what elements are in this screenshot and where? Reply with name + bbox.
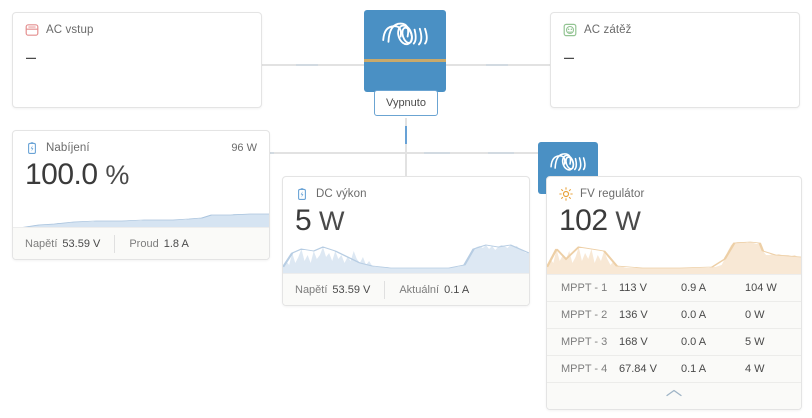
table-row[interactable]: MPPT - 1 113 V 0.9 A 104 W: [547, 275, 801, 302]
dc-power-metric-1-value: 0.1 A: [444, 283, 470, 296]
ac-load-title: AC zátěž: [584, 24, 632, 36]
battery-spark-area: [13, 214, 269, 231]
dc-power-sparkline: [283, 237, 529, 277]
dc-power-number: 5: [295, 204, 312, 237]
mppt-power: 5 W: [745, 336, 765, 348]
mppt-voltage: 113 V: [619, 282, 647, 294]
battery-title: Nabíjení: [46, 142, 90, 154]
battery-soc-number: 100.0: [25, 158, 98, 191]
mppt-name: MPPT - 3: [561, 336, 608, 348]
ac-input-card-header: AC vstup: [13, 13, 261, 37]
inverter-block[interactable]: [364, 10, 446, 92]
mppt-current: 0.9 A: [681, 282, 707, 294]
battery-charging-icon: [25, 141, 39, 155]
mppt-power: 104 W: [745, 282, 777, 294]
table-row[interactable]: MPPT - 3 168 V 0.0 A 5 W: [547, 329, 801, 356]
battery-sparkline: [13, 195, 269, 231]
sun-icon: [559, 187, 573, 201]
pv-power-value: 102 W: [547, 201, 801, 239]
dc-power-card[interactable]: DC výkon 5 W Napětí 53.59 V Aktuální 0.1…: [282, 176, 530, 306]
flow-dash-dc-2: [424, 152, 450, 154]
table-row[interactable]: MPPT - 2 136 V 0.0 A 0 W: [547, 302, 801, 329]
battery-card[interactable]: Nabíjení 96 W 100.0 % Napětí 53.59 V Pro…: [12, 130, 270, 260]
dc-power-metrics: Napětí 53.59 V Aktuální 0.1 A: [283, 273, 529, 305]
victron-logo-icon: [364, 10, 446, 58]
mppt-power: 0 W: [745, 309, 765, 321]
battery-soc-value: 100.0 %: [13, 155, 269, 193]
battery-power: 96 W: [231, 142, 257, 154]
mppt-collapse-button[interactable]: [547, 383, 801, 405]
pv-power-unit: W: [615, 206, 641, 236]
mppt-current: 0.1 A: [681, 363, 707, 375]
inverter-divider: [364, 59, 446, 62]
ac-input-card[interactable]: AC vstup –: [12, 12, 262, 108]
mppt-voltage: 136 V: [619, 309, 648, 321]
battery-metric-1-value: 1.8 A: [163, 237, 189, 250]
battery-spark-line: [13, 213, 269, 230]
dc-power-spark-line: [283, 244, 529, 269]
dc-power-metric-0-label: Napětí: [295, 283, 328, 296]
pv-title: FV regulátor: [580, 188, 645, 200]
flow-dash-ac-right: [486, 64, 508, 66]
ac-load-card[interactable]: AC zátěž –: [550, 12, 800, 108]
mppt-voltage: 168 V: [619, 336, 648, 348]
pv-card[interactable]: FV regulátor 102 W MPPT - 1 113 V 0.9 A …: [546, 176, 802, 410]
battery-icon: [295, 187, 309, 201]
ac-input-value: –: [26, 47, 37, 67]
pv-sparkline: [547, 237, 801, 277]
ac-input-title: AC vstup: [46, 24, 94, 36]
metric-divider: [114, 234, 116, 253]
battery-card-header: Nabíjení 96 W: [13, 131, 269, 155]
flow-dash-dc-3: [488, 152, 514, 154]
dc-power-title: DC výkon: [316, 188, 367, 200]
mppt-name: MPPT - 4: [561, 363, 608, 375]
victron-logo-icon-pv: [538, 142, 598, 182]
ac-load-card-header: AC zátěž: [551, 13, 799, 37]
ac-load-value: –: [564, 47, 575, 67]
pv-card-header: FV regulátor: [547, 177, 801, 201]
line-dc-bus: [140, 152, 570, 154]
battery-metric-0-label: Napětí: [25, 237, 58, 250]
pv-power-number: 102: [559, 204, 608, 237]
dc-power-card-header: DC výkon: [283, 177, 529, 201]
pv-spark-area: [547, 242, 801, 277]
ac-load-outlet-icon: [563, 23, 577, 37]
metric-divider: [384, 280, 386, 299]
table-row[interactable]: MPPT - 4 67.84 V 0.1 A 4 W: [547, 356, 801, 383]
mppt-voltage: 67.84 V: [619, 363, 657, 375]
line-dc-bus-to-dc-card: [405, 152, 407, 176]
inverter-state-chip[interactable]: Vypnuto: [374, 90, 438, 116]
dc-power-value: 5 W: [283, 201, 529, 239]
mppt-name: MPPT - 1: [561, 282, 608, 294]
mppt-current: 0.0 A: [681, 309, 707, 321]
battery-soc-unit: %: [105, 160, 129, 190]
mppt-name: MPPT - 2: [561, 309, 608, 321]
dc-power-spark-area: [283, 245, 529, 277]
battery-metrics: Napětí 53.59 V Proud 1.8 A: [13, 227, 269, 259]
flow-dash-inverter-dc: [405, 126, 407, 144]
ac-input-icon: [25, 23, 39, 37]
inverter-state-label: Vypnuto: [386, 97, 426, 109]
pv-spark-line: [547, 241, 801, 269]
flow-dash-ac-left: [296, 64, 318, 66]
mppt-power: 4 W: [745, 363, 765, 375]
mppt-table: MPPT - 1 113 V 0.9 A 104 W MPPT - 2 136 …: [547, 274, 801, 409]
chevron-up-icon: [664, 385, 684, 403]
dc-power-metric-1-label: Aktuální: [399, 283, 440, 296]
battery-metric-1-label: Proud: [129, 237, 159, 250]
dc-power-metric-0-value: 53.59 V: [332, 283, 371, 296]
mppt-current: 0.0 A: [681, 336, 707, 348]
dc-power-unit: W: [319, 206, 345, 236]
battery-metric-0-value: 53.59 V: [62, 237, 101, 250]
